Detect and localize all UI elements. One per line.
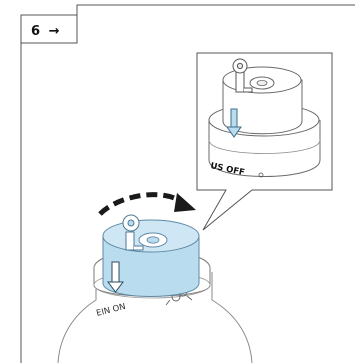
svg-text:6 →: 6 → [31,24,60,39]
callout-box: US OFF [197,53,332,230]
cap-highlighted [103,215,199,297]
step-arrow: → [49,24,60,39]
curved-dashed-arrow-icon [100,193,196,214]
on-label: EIN ON [95,302,127,319]
step-number-tab: 6 → [31,24,60,39]
step-number: 6 [31,24,40,39]
